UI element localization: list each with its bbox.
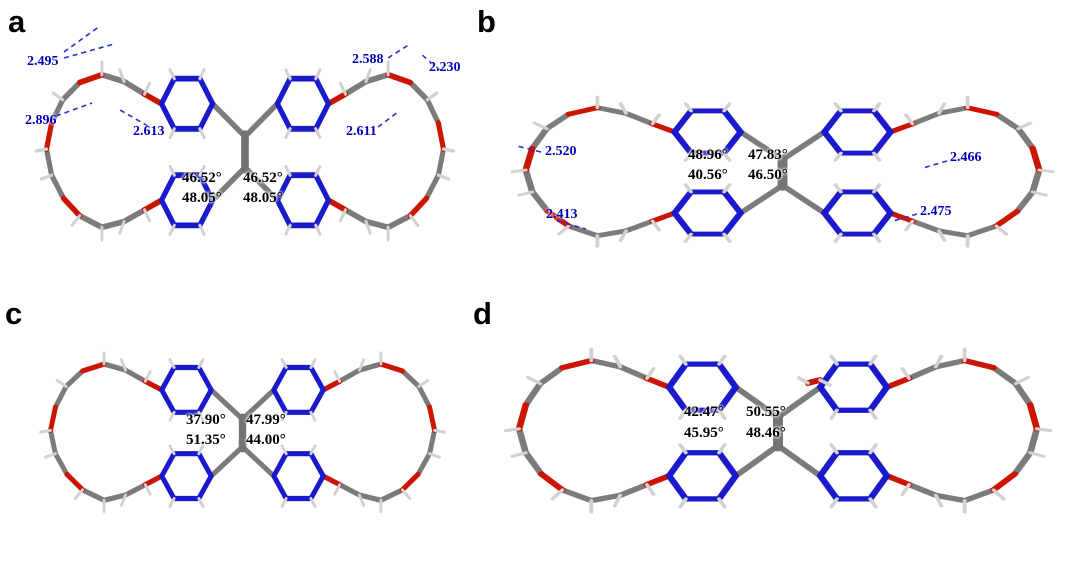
panel-label-b: b bbox=[477, 4, 496, 39]
molecule-structure-c bbox=[20, 308, 465, 558]
molecule-structure-b bbox=[485, 55, 1080, 290]
molecule-structure-d bbox=[478, 303, 1078, 560]
molecule-structure-a bbox=[15, 12, 475, 292]
